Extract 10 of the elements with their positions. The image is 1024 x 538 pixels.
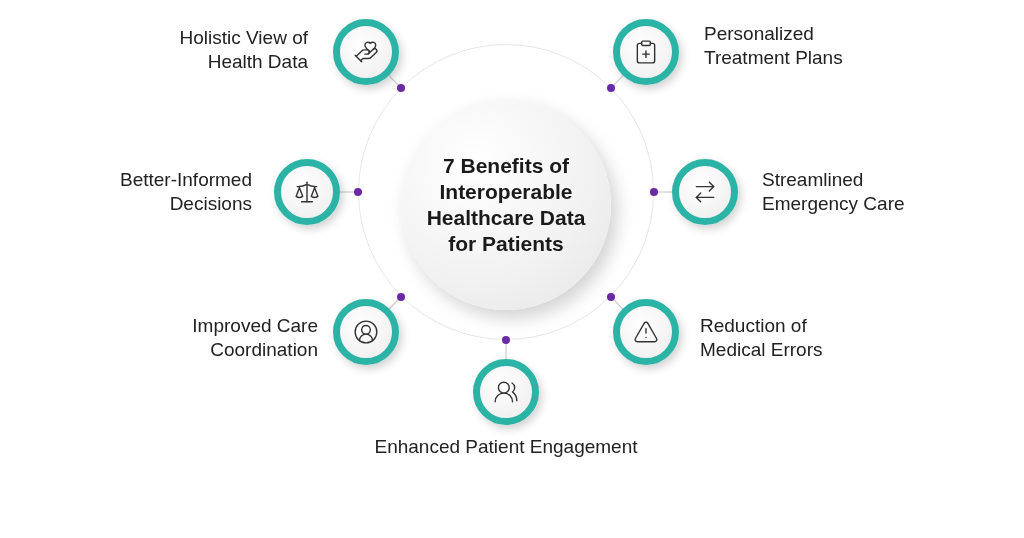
connector-line	[388, 75, 399, 86]
benefit-label: Better-Informed Decisions	[119, 168, 252, 216]
benefit-label: Improved Care Coordination	[191, 314, 318, 362]
benefit-label: Reduction of Medical Errors	[700, 314, 824, 362]
center-title: 7 Benefits of Interoperable Healthcare Data for Patients	[425, 153, 587, 257]
benefit-label: Holistic View of Health Data	[178, 26, 308, 74]
benefit-label: Enhanced Patient Engagement	[373, 435, 639, 459]
benefit-label: Personalized Treatment Plans	[704, 22, 844, 70]
connector-line	[613, 75, 624, 86]
benefit-label: Streamlined Emergency Care	[762, 168, 906, 216]
